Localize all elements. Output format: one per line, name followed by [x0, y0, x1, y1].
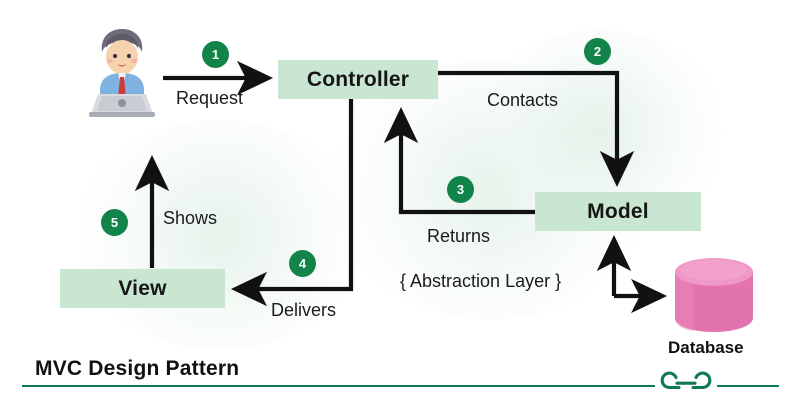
database-label: Database	[668, 338, 744, 357]
edge-delivers-arrow	[230, 98, 354, 307]
user-at-laptop-icon	[89, 29, 155, 117]
database-cylinder-icon	[675, 258, 753, 332]
edge-label-returns: Returns	[427, 226, 491, 246]
footer-divider	[22, 385, 779, 387]
node-model[interactable]: Model	[535, 192, 701, 231]
edge-label-shows: Shows	[163, 208, 218, 228]
edge-label-contacts: Contacts	[487, 90, 559, 110]
edge-model-database-arrow	[596, 234, 668, 314]
step-badge-5: 5	[101, 209, 128, 236]
edge-label-delivers: Delivers	[271, 300, 337, 320]
step-badge-1: 1	[202, 41, 229, 68]
edge-contacts-arrow	[438, 70, 635, 188]
node-view[interactable]: View	[60, 269, 225, 308]
edge-label-request: Request	[176, 88, 244, 108]
page-title: MVC Design Pattern	[35, 357, 240, 380]
node-controller-label: Controller	[306, 67, 410, 91]
step-badge-2: 2	[584, 38, 611, 65]
geeksforgeeks-logo	[655, 368, 717, 398]
node-view-label: View	[118, 276, 167, 300]
edge-returns-arrow	[383, 106, 535, 215]
annotation-abstraction-layer: { Abstraction Layer }	[400, 271, 562, 291]
step-badge-4: 4	[289, 250, 316, 277]
step-badge-3: 3	[447, 176, 474, 203]
node-controller[interactable]: Controller	[278, 60, 438, 99]
node-model-label: Model	[587, 199, 649, 223]
